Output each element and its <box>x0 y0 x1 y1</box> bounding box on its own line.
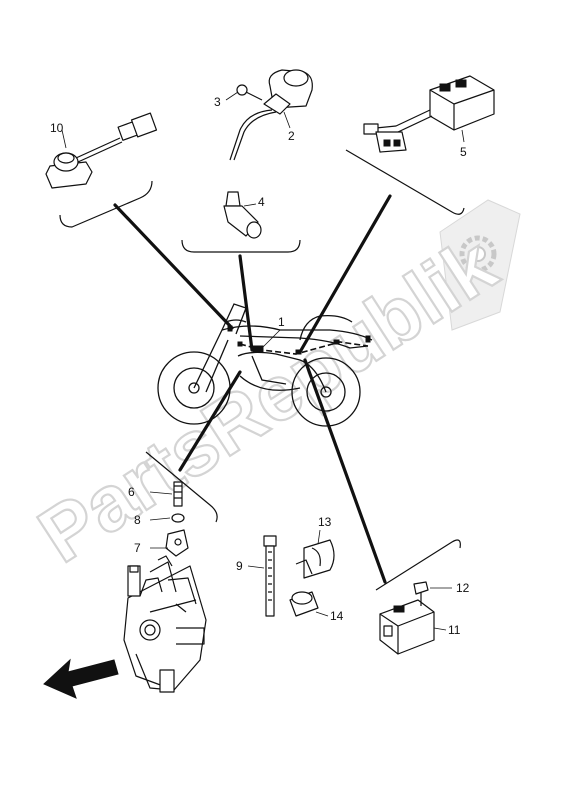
part-2-ignition-coil <box>229 69 313 161</box>
part-3-bolt <box>225 84 263 101</box>
carburetor <box>123 555 207 693</box>
callout-13: 13 <box>318 515 332 529</box>
callout-labels: 1 2 3 4 5 6 7 8 9 10 11 12 13 14 <box>50 95 470 637</box>
callout-2: 2 <box>288 129 295 143</box>
part-12-screw <box>413 581 452 606</box>
watermark-gear-icon <box>439 199 521 331</box>
part-13-clamp <box>295 529 335 579</box>
callout-8: 8 <box>134 513 141 527</box>
part-7-bracket <box>150 529 189 557</box>
callout-10: 10 <box>50 121 64 135</box>
part-11-relay <box>379 599 447 655</box>
part-4-plug-cap <box>223 191 262 239</box>
callout-14: 14 <box>330 609 344 623</box>
front-arrow-icon <box>43 658 119 699</box>
part-1-leader <box>261 329 281 349</box>
callout-7: 7 <box>134 541 141 555</box>
callout-5: 5 <box>460 145 467 159</box>
callout-12: 12 <box>456 581 470 595</box>
motorcycle-outline <box>157 303 373 427</box>
callout-1: 1 <box>278 315 285 329</box>
part-9-cable-tie <box>247 535 277 617</box>
group-brackets <box>59 149 465 591</box>
part-6-sensor <box>149 481 183 507</box>
part-14-holder <box>289 591 329 617</box>
callout-4: 4 <box>258 195 265 209</box>
callout-3: 3 <box>214 95 221 109</box>
part-8-washer <box>149 513 185 523</box>
callout-9: 9 <box>236 559 243 573</box>
callout-11: 11 <box>448 623 461 637</box>
callout-6: 6 <box>128 485 135 499</box>
part-5-cdi-unit <box>363 75 495 153</box>
part-10-switch <box>45 112 158 189</box>
watermark-text: PartsRepublik <box>23 219 511 579</box>
